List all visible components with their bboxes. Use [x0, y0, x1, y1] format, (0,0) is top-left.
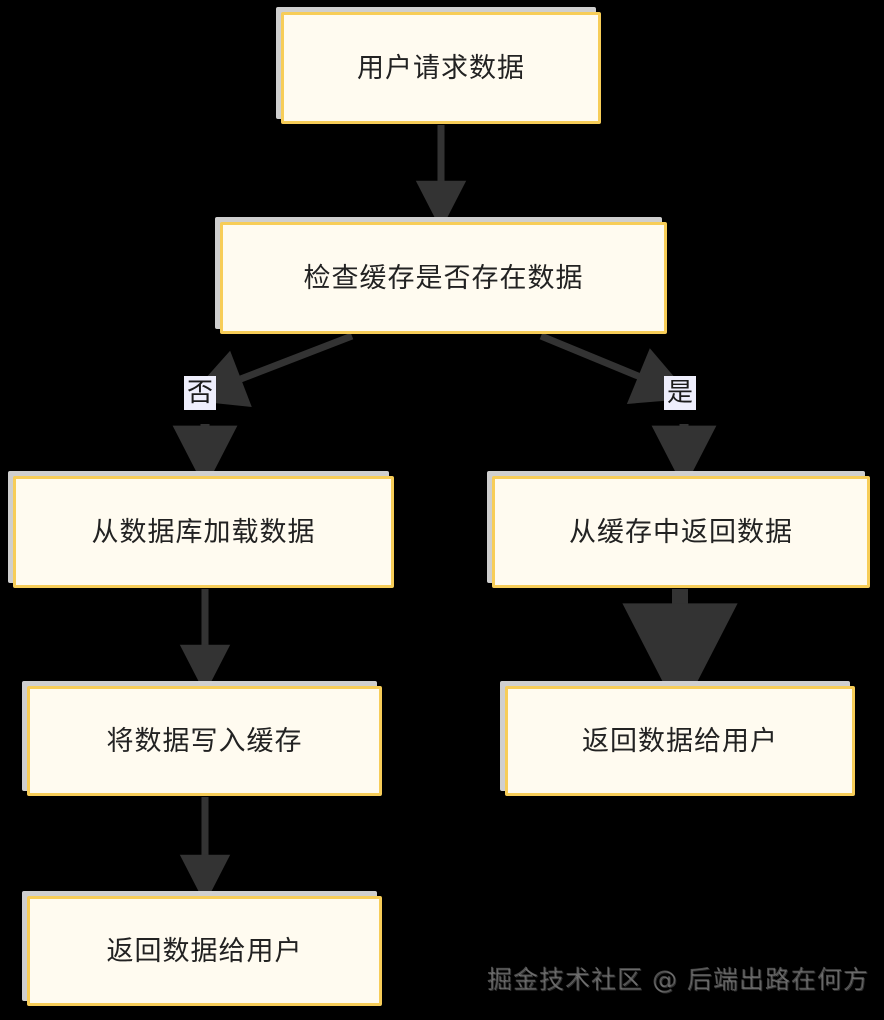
- node-label: 返回数据给用户: [582, 725, 778, 757]
- watermark-text: 掘金技术社区 @ 后端出路在何方: [487, 965, 869, 994]
- node-check-cache-exists[interactable]: 检查缓存是否存在数据: [220, 222, 667, 334]
- node-return-data-to-user-left[interactable]: 返回数据给用户: [27, 896, 382, 1006]
- edge-label-yes: 是: [664, 376, 697, 410]
- node-load-from-database[interactable]: 从数据库加载数据: [13, 476, 394, 588]
- node-label: 用户请求数据: [357, 52, 525, 84]
- node-label: 将数据写入缓存: [106, 725, 303, 757]
- node-label: 检查缓存是否存在数据: [303, 262, 584, 294]
- node-user-request-data[interactable]: 用户请求数据: [281, 12, 601, 124]
- node-label: 从数据库加载数据: [91, 516, 316, 548]
- node-return-data-to-user-right[interactable]: 返回数据给用户: [505, 686, 855, 796]
- node-label: 返回数据给用户: [106, 935, 303, 967]
- node-return-from-cache[interactable]: 从缓存中返回数据: [492, 476, 870, 588]
- edge-label-no: 否: [184, 376, 217, 410]
- edge-check-to-db-load-diagonal: [186, 332, 354, 407]
- edge-check-to-cache-return-diagonal: [539, 332, 693, 404]
- node-label: 从缓存中返回数据: [569, 516, 793, 548]
- node-write-data-to-cache[interactable]: 将数据写入缓存: [27, 686, 382, 796]
